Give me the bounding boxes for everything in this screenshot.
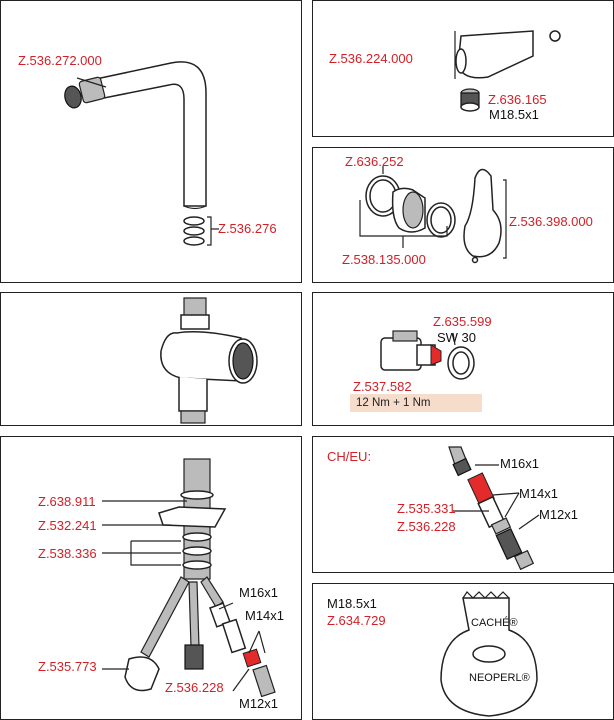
label-key-brand-top: CACHÉ® [471,617,518,629]
mounting-drawing [102,458,276,698]
label-cartridge-wrench: SW 30 [437,330,477,345]
cartridge-drawing [380,330,475,380]
key-drawing [440,591,538,717]
panel-lever: Z.636.252 Z.536.398.000 Z.538.135.000 [312,147,614,283]
panel-mounting: Z.638.911 Z.532.241 Z.538.336 M16x1 M14x… [0,436,302,720]
label-cheu-m16: M16x1 [500,456,540,471]
label-mount-m16: M16x1 [239,585,279,600]
torque-badge: 12 Nm + 1 Nm [350,394,482,412]
label-cartridge-nut: Z.635.599 [433,314,492,329]
label-spout-part: Z.536.272.000 [18,53,102,68]
panel-aerator: Z.536.224.000 Z.636.165 M18.5x1 [312,0,614,137]
label-plate: Z.532.241 [38,518,97,533]
label-cheu-m12: M12x1 [539,507,579,522]
label-gasket: Z.638.911 [38,494,96,509]
label-aerator-thread: M18.5x1 [489,107,539,122]
label-spout-orings: Z.536.276 [218,221,277,236]
label-key-thread: M18.5x1 [327,596,377,611]
label-cartridge: Z.537.582 [353,379,412,394]
label-hose: Z.535.773 [38,659,97,674]
label-mount-m12: M12x1 [239,696,279,711]
body-drawing [160,297,258,424]
ch-eu-drawing [448,446,540,571]
lever-drawing [359,166,507,264]
panel-body [0,292,302,426]
label-lever-kit: Z.538.135.000 [342,252,426,267]
label-region: CH/EU: [327,449,372,464]
label-key-brand-bottom: NEOPERL® [469,672,530,684]
label-lever-oring: Z.636.252 [345,154,404,169]
label-lever: Z.536.398.000 [509,214,593,229]
label-rings: Z.538.336 [38,546,97,561]
spout-drawing [64,61,219,246]
panel-spout: Z.536.272.000 Z.536.276 [0,0,302,283]
aerator-drawing [454,30,561,112]
panel-ch-eu: CH/EU: M16x1 M14x1 Z.535.331 M12x1 Z.536… [312,436,614,573]
label-aerator: Z.636.165 [488,92,547,107]
label-aerator-housing: Z.536.224.000 [329,51,413,66]
label-mount-connector: Z.536.228 [165,680,224,695]
panel-key: M18.5x1 Z.634.729 CACHÉ® NEOPERL® [312,583,614,720]
label-mount-m14: M14x1 [245,608,285,623]
label-cheu-adapter: Z.535.331 [397,501,456,516]
label-key: Z.634.729 [327,613,386,628]
label-cheu-connector: Z.536.228 [397,519,456,534]
label-cheu-m14: M14x1 [519,486,559,501]
panel-cartridge: Z.635.599 SW 30 Z.537.582 12 Nm + 1 Nm [312,292,614,426]
